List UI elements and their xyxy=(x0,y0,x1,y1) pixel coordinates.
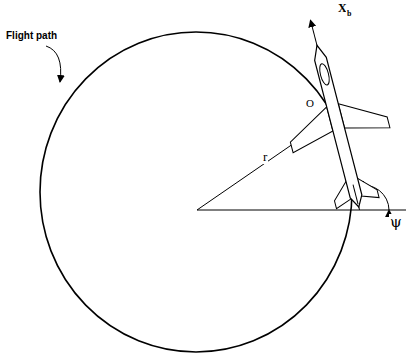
region-label: Flight path xyxy=(6,30,57,41)
origin-label: O xyxy=(305,97,315,109)
aircraft xyxy=(262,8,408,223)
flight-path-ellipse xyxy=(40,32,352,352)
leader-line xyxy=(46,46,61,82)
axis-subscript: b xyxy=(346,10,352,19)
radius-label: r xyxy=(262,150,268,164)
angle-label: ψ xyxy=(389,214,403,231)
horizontal-reference xyxy=(197,210,406,211)
